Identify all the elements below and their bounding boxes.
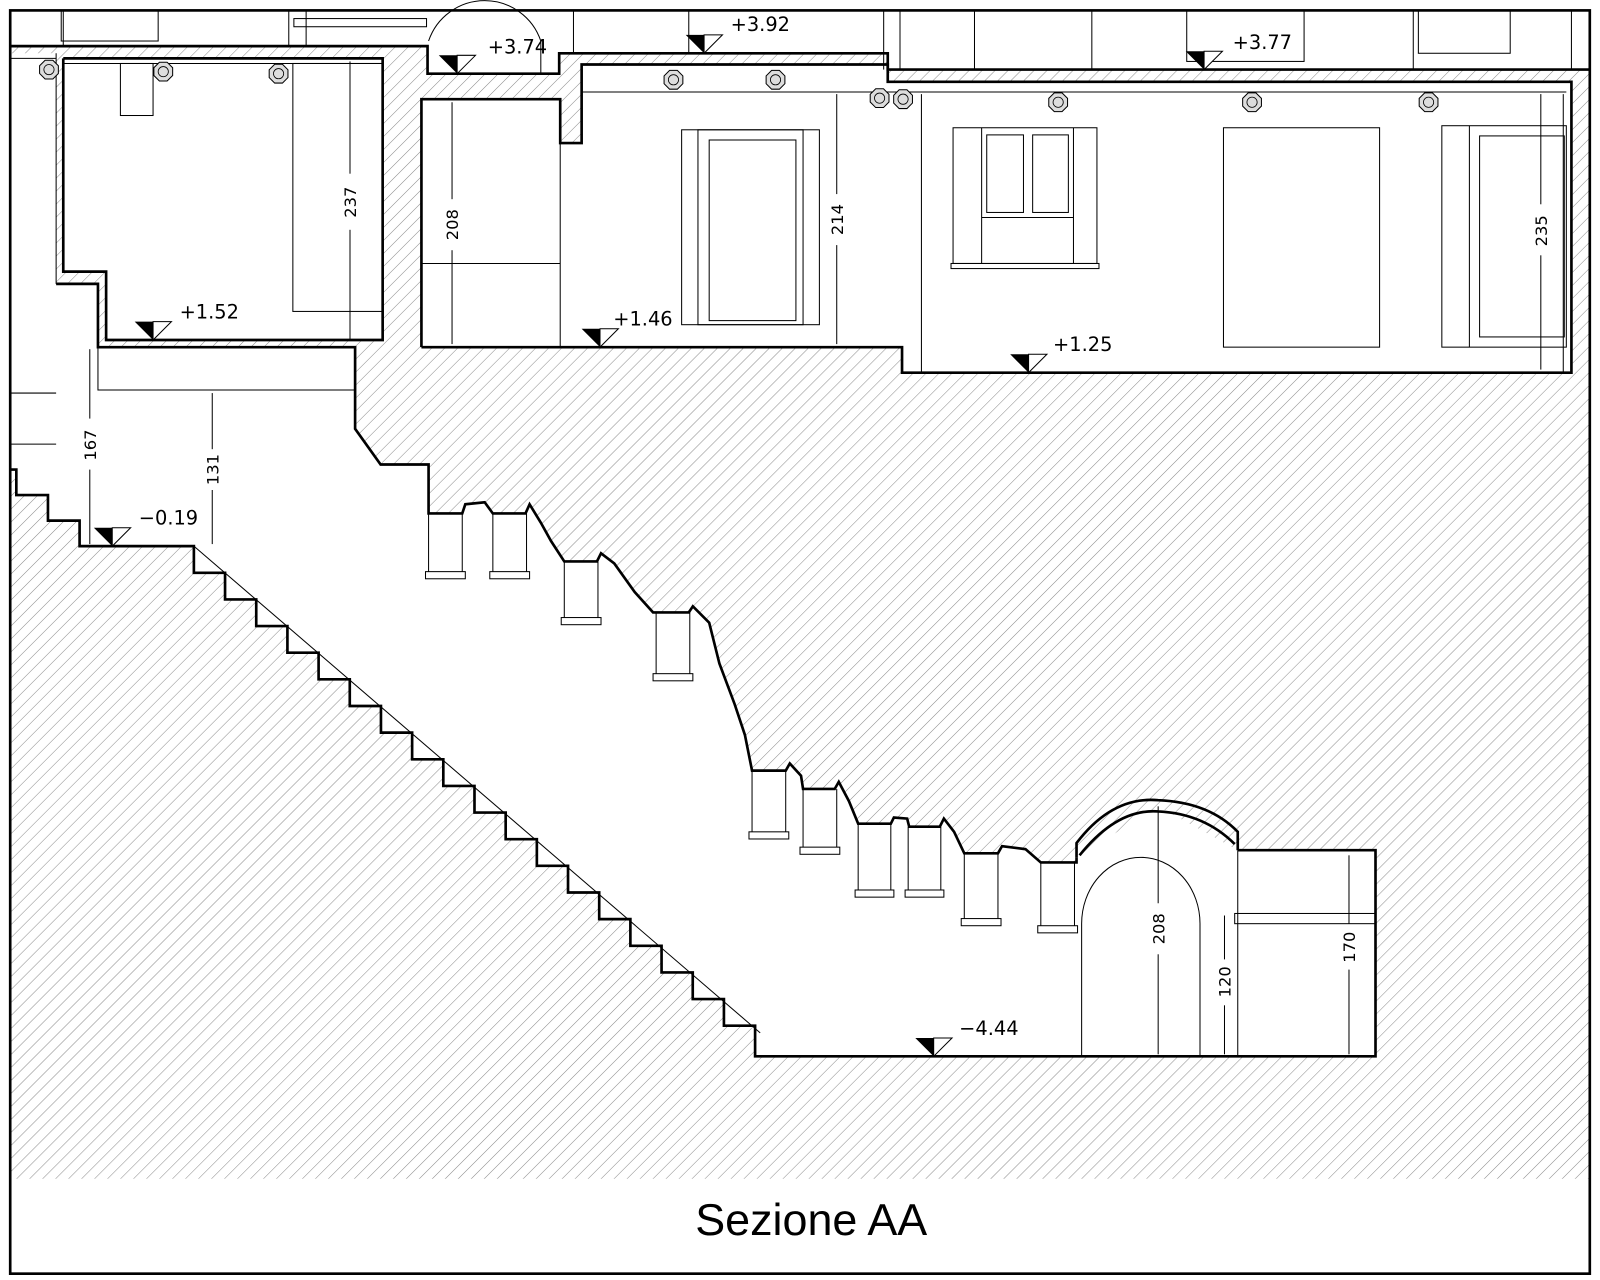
pier-base bbox=[748, 831, 790, 840]
lamp-icon-inner bbox=[1423, 96, 1435, 108]
lamp-icon bbox=[663, 69, 684, 90]
elev-146: +1.46 bbox=[613, 308, 672, 331]
elevation-marker-icon bbox=[111, 527, 132, 548]
pier-base bbox=[904, 889, 945, 898]
elev-392: +3.92 bbox=[731, 13, 790, 36]
elev-374: +3.74 bbox=[488, 35, 547, 58]
elevation-marker-icon bbox=[1185, 51, 1205, 70]
lamp-icon-inner bbox=[273, 68, 285, 80]
pier-base bbox=[425, 571, 466, 580]
elevation-marker-icon bbox=[599, 328, 620, 349]
elevation-marker-icon bbox=[1010, 354, 1029, 373]
elev-minus-444: −4.44 bbox=[959, 1017, 1018, 1040]
elev-152: +1.52 bbox=[180, 301, 239, 324]
door-room4-right bbox=[1441, 125, 1567, 348]
lamp-icon bbox=[893, 89, 913, 110]
dim-214: 214 bbox=[828, 204, 847, 235]
pier-base bbox=[1037, 925, 1079, 934]
openings bbox=[119, 62, 1567, 1057]
dim-167: 167 bbox=[81, 430, 100, 461]
pier-base bbox=[560, 617, 602, 626]
stair-void bbox=[10, 53, 1376, 1057]
dim-237: 237 bbox=[341, 187, 360, 218]
dimension-labels: 237 208 214 235 167 131 208 120 170 bbox=[81, 187, 1551, 998]
pier-base bbox=[799, 846, 841, 855]
room-upper-left bbox=[63, 58, 383, 341]
dim-170: 170 bbox=[1340, 932, 1359, 963]
piers bbox=[425, 513, 1079, 934]
dim-131: 131 bbox=[203, 454, 222, 485]
lamp-icon-inner bbox=[770, 74, 782, 86]
pier-base bbox=[652, 673, 694, 682]
outlines bbox=[8, 0, 1592, 1275]
dim-208-room2: 208 bbox=[443, 209, 462, 240]
room1-panel bbox=[292, 62, 384, 312]
rooms-upper-right bbox=[421, 64, 1572, 373]
elevation-marker-icon bbox=[703, 34, 724, 55]
lamp-icon-inner bbox=[43, 64, 55, 76]
elevation-marker-icon bbox=[915, 1037, 934, 1057]
elevation-marker-icon bbox=[1028, 353, 1049, 374]
lamp-icon bbox=[869, 88, 890, 109]
elevation-marker-icon bbox=[152, 321, 173, 342]
elev-125: +1.25 bbox=[1053, 333, 1112, 356]
elevation-labels: +3.74 +3.92 +3.77 +1.52 +1.46 +1.25 −0.1… bbox=[139, 13, 1292, 1040]
dim-120: 120 bbox=[1216, 966, 1235, 997]
lamp-icon-inner bbox=[1246, 96, 1258, 108]
lamp-icon-inner bbox=[157, 66, 169, 78]
lamp-icon-inner bbox=[897, 93, 909, 105]
lamp-icon-inner bbox=[1052, 96, 1064, 108]
dim-235: 235 bbox=[1532, 215, 1551, 246]
lamp-icon-inner bbox=[874, 92, 886, 104]
elev-377: +3.77 bbox=[1233, 31, 1292, 54]
dim-208-arch: 208 bbox=[1149, 913, 1168, 944]
pier-base bbox=[960, 918, 1002, 927]
pier-base bbox=[854, 889, 895, 898]
lamp-icon bbox=[1242, 92, 1262, 113]
lamp-icon bbox=[765, 69, 786, 90]
lamp-icon bbox=[39, 59, 59, 80]
elevation-marker-icon bbox=[1203, 50, 1224, 71]
lamp-icon bbox=[1048, 92, 1069, 113]
elev-minus-019: −0.19 bbox=[139, 507, 198, 530]
dimension-lines bbox=[89, 61, 1542, 1055]
stair-outline bbox=[10, 468, 1377, 1058]
door-room4-middle bbox=[1222, 127, 1381, 348]
lamp-icon bbox=[153, 61, 174, 82]
lamp-icon bbox=[268, 63, 289, 84]
lamp-icon-inner bbox=[667, 74, 679, 86]
elevation-marker-icon bbox=[456, 54, 477, 75]
lamps bbox=[39, 59, 1439, 113]
drawing-title: Sezione AA bbox=[695, 1194, 927, 1245]
elevation-marker-icon bbox=[933, 1037, 954, 1058]
room1-niche bbox=[119, 62, 154, 117]
lamp-icon bbox=[1418, 92, 1439, 113]
pier-base bbox=[489, 571, 531, 580]
